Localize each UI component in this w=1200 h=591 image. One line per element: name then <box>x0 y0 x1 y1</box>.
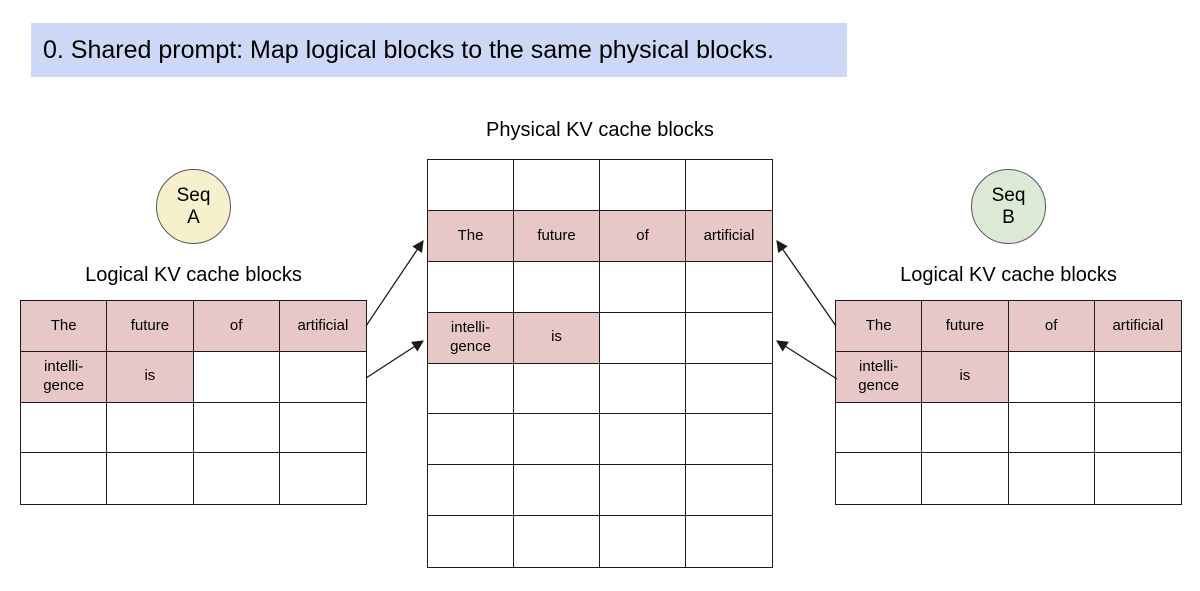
physical-kv-table-cell-r3c0: intelli- gence <box>428 312 514 364</box>
physical-kv-table-cell-r7c2 <box>600 516 686 567</box>
arrow-seq-b-block1-to-physical-block3 <box>776 340 838 380</box>
physical-kv-table-cell-r0c2 <box>600 160 686 211</box>
title-text: 0. Shared prompt: Map logical blocks to … <box>43 35 774 64</box>
logical-kv-table-seq-b-cell-r0c3: artificial <box>1094 301 1181 352</box>
physical-kv-table-cell-r2c2 <box>600 261 686 313</box>
arrow-seq-b-block0-to-physical-block1 <box>776 240 837 327</box>
physical-kv-table-cell-r7c1 <box>514 516 600 567</box>
physical-kv-table-cell-r5c0 <box>428 414 514 466</box>
physical-kv-table-cell-r6c2 <box>600 465 686 517</box>
physical-blocks-heading: Physical KV cache blocks <box>486 119 714 141</box>
physical-kv-table-cell-r4c1 <box>514 363 600 415</box>
physical-kv-table-cell-r2c0 <box>428 261 514 313</box>
logical-kv-table-seq-b-cell-r0c1: future <box>922 301 1009 352</box>
seq-a-badge: Seq A <box>156 169 231 244</box>
logical-kv-table-seq-a-cell-r1c2 <box>193 351 280 403</box>
logical-kv-table-seq-b-cell-r3c2 <box>1009 453 1095 504</box>
logical-kv-table-seq-b-cell-r1c2 <box>1008 351 1095 403</box>
logical-kv-table-seq-a-cell-r0c1: future <box>107 301 194 352</box>
physical-kv-table-cell-r0c1 <box>514 160 600 211</box>
logical-kv-table-seq-b-cell-r2c3 <box>1094 403 1181 454</box>
logical-kv-table-seq-a-cell-r2c1 <box>107 402 194 454</box>
logical-kv-table-seq-a-cell-r2c3 <box>279 403 366 454</box>
physical-kv-table-cell-r3c1: is <box>514 312 600 364</box>
logical-blocks-heading-seq-b: Logical KV cache blocks <box>900 264 1117 286</box>
physical-kv-table-cell-r3c3 <box>686 313 772 364</box>
physical-kv-table-cell-r5c3 <box>686 414 772 466</box>
arrow-seq-a-block0-to-physical-block1 <box>365 240 424 327</box>
physical-kv-table-cell-r7c0 <box>428 516 514 567</box>
seq-b-badge: Seq B <box>971 169 1046 244</box>
logical-kv-table-seq-b-cell-r1c0: intelli- gence <box>836 351 923 403</box>
title-banner: 0. Shared prompt: Map logical blocks to … <box>31 23 847 77</box>
logical-kv-table-seq-a-cell-r1c0: intelli- gence <box>21 351 108 403</box>
physical-kv-table-cell-r6c0 <box>428 465 514 517</box>
arrow-seq-a-block1-to-physical-block3 <box>365 340 424 379</box>
physical-kv-table-cell-r2c1 <box>514 261 600 313</box>
physical-kv-table-cell-r0c0 <box>428 160 514 211</box>
logical-kv-table-seq-a-cell-r3c1 <box>107 453 194 504</box>
physical-kv-table-cell-r4c3 <box>686 364 772 415</box>
logical-kv-table-seq-b-cell-r1c3 <box>1094 352 1181 403</box>
logical-kv-table-seq-b-cell-r2c0 <box>836 402 923 454</box>
physical-kv-table-cell-r5c2 <box>600 414 686 466</box>
logical-kv-table-seq-b-cell-r2c2 <box>1008 402 1095 454</box>
physical-kv-table-cell-r3c2 <box>600 312 686 364</box>
logical-kv-table-seq-a-cell-r2c2 <box>193 402 280 454</box>
logical-blocks-heading-seq-a: Logical KV cache blocks <box>85 264 302 286</box>
seq-a-letter: A <box>187 206 200 228</box>
physical-kv-table-cell-r1c1: future <box>514 210 600 262</box>
physical-kv-table-cell-r5c1 <box>514 414 600 466</box>
seq-b-word: Seq <box>991 185 1026 207</box>
physical-kv-table-cell-r1c0: The <box>428 210 514 262</box>
physical-kv-table-cell-r7c3 <box>686 516 772 567</box>
logical-kv-table-seq-b-cell-r1c1: is <box>922 351 1009 403</box>
logical-kv-table-seq-a-cell-r3c3 <box>280 453 366 504</box>
physical-kv-table-cell-r1c3: artificial <box>686 210 772 262</box>
logical-kv-table-seq-a-cell-r1c3 <box>279 352 366 403</box>
physical-kv-table-cell-r0c3 <box>686 160 772 211</box>
logical-kv-table-seq-b-cell-r2c1 <box>922 402 1009 454</box>
physical-kv-table-cell-r2c3 <box>686 262 772 313</box>
logical-kv-table-seq-a-cell-r1c1: is <box>107 351 194 403</box>
logical-kv-table-seq-a-cell-r0c3: artificial <box>279 301 366 352</box>
logical-kv-table-seq-a-cell-r3c0 <box>21 453 108 504</box>
logical-kv-table-seq-a-cell-r3c2 <box>194 453 280 504</box>
logical-kv-table-seq-a-cell-r0c2: of <box>193 301 280 352</box>
logical-kv-table-seq-a-cell-r2c0 <box>21 402 108 454</box>
physical-kv-table-cell-r6c1 <box>514 465 600 517</box>
logical-kv-table-seq-b-cell-r3c1 <box>922 453 1009 504</box>
physical-kv-table-cell-r1c2: of <box>600 210 686 262</box>
logical-kv-table-seq-a-cell-r0c0: The <box>21 301 108 352</box>
seq-a-word: Seq <box>176 185 211 207</box>
logical-kv-table-seq-b-cell-r3c3 <box>1095 453 1181 504</box>
physical-kv-table-cell-r4c2 <box>600 363 686 415</box>
physical-kv-table-cell-r4c0 <box>428 363 514 415</box>
physical-kv-table-cell-r6c3 <box>686 465 772 517</box>
logical-kv-table-seq-b-cell-r0c2: of <box>1008 301 1095 352</box>
logical-kv-table-seq-b-cell-r0c0: The <box>836 301 923 352</box>
seq-b-letter: B <box>1002 206 1015 228</box>
logical-kv-table-seq-b-cell-r3c0 <box>836 453 923 504</box>
